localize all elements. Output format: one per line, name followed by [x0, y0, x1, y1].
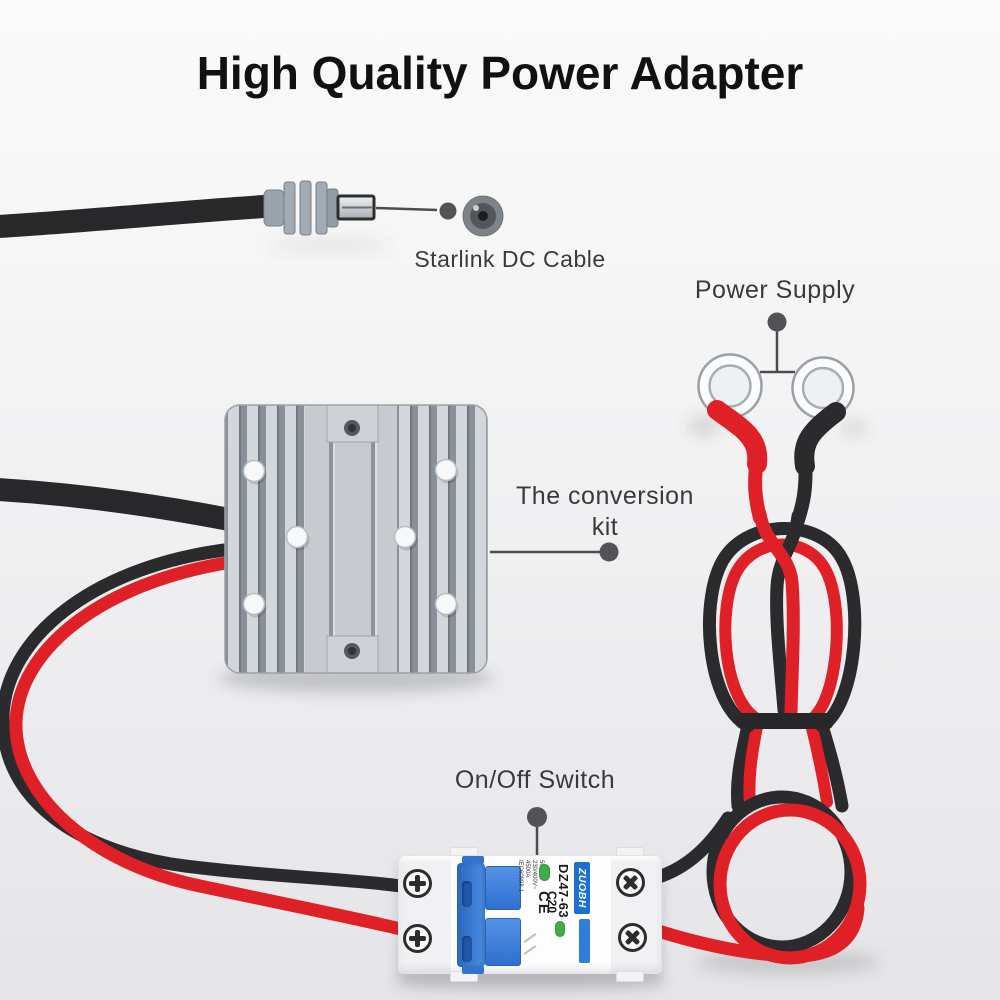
dc-plug-face — [462, 195, 504, 237]
label-starlink-dc-cable: Starlink DC Cable — [414, 246, 606, 272]
circuit-breaker: 50Hz 230/400V~ 4500A IEC60898-1 CE DZ47-… — [395, 845, 662, 985]
breaker-terminal-screw — [402, 868, 432, 898]
dc-barrel-connector — [263, 180, 376, 236]
toggle-handle[interactable] — [457, 863, 485, 967]
breaker-terminal-screw — [402, 923, 432, 953]
toggle-block-lower — [485, 918, 521, 966]
toggle-tab — [462, 966, 484, 974]
coil-strand — [731, 719, 755, 813]
breaker-toggle-switch[interactable] — [457, 856, 521, 974]
coiled-wire-bundle — [648, 507, 867, 965]
converter-output-wire-black — [0, 542, 407, 893]
dc-cable-leader-dot — [439, 202, 457, 220]
breaker-model: DZ47-63 — [556, 864, 571, 919]
label-conversion-kit-line1: The conversion — [516, 482, 694, 510]
brand-stripe — [579, 919, 590, 963]
converter-input-cable — [0, 478, 244, 532]
indicator-light — [539, 864, 550, 881]
conversion-kit-leader-dot — [599, 542, 619, 562]
ring-terminals — [697, 353, 855, 527]
breaker-rating: C20 — [545, 891, 559, 914]
black-crimp-sleeve — [791, 453, 813, 527]
red-crimp-sleeve — [748, 451, 767, 525]
coil-strand — [804, 714, 833, 808]
coil-strand — [743, 716, 764, 810]
ce-mark: CE — [535, 891, 552, 916]
indicator-light — [555, 921, 565, 937]
heatsink-screws — [242, 458, 459, 618]
brand-badge: ZUOBH — [574, 862, 590, 914]
callout-leaders — [375, 202, 795, 856]
label-conversion-kit-line2: kit — [591, 513, 619, 541]
ring-terminal-left-hole — [708, 364, 752, 408]
label-conversion-kit: The conversion kit — [495, 481, 715, 543]
upper-loop-black — [702, 522, 862, 733]
toggle-tab — [462, 856, 484, 864]
converter-output-wire-red — [9, 555, 412, 937]
coil-strand — [815, 719, 849, 813]
conversion-kit-heatsink — [224, 404, 488, 674]
toggle-block-upper — [485, 866, 521, 910]
twist-wire-red — [753, 507, 800, 719]
switch-leader-dot — [527, 807, 547, 827]
coil-loop-black — [706, 790, 858, 954]
coil-loop-red — [713, 803, 867, 965]
label-power-supply: Power Supply — [694, 276, 856, 304]
ring-terminal-right-hole — [801, 366, 845, 410]
twist-wire-black — [770, 509, 805, 717]
label-on-off-switch: On/Off Switch — [454, 766, 616, 794]
starlink-dc-cable — [0, 194, 284, 238]
power-supply-leader-dot — [767, 312, 787, 332]
cable-tie — [737, 713, 833, 729]
breaker-mount-tab — [616, 971, 644, 982]
page-title: High Quality Power Adapter — [196, 47, 804, 99]
heatsink-center-plate — [305, 405, 397, 673]
